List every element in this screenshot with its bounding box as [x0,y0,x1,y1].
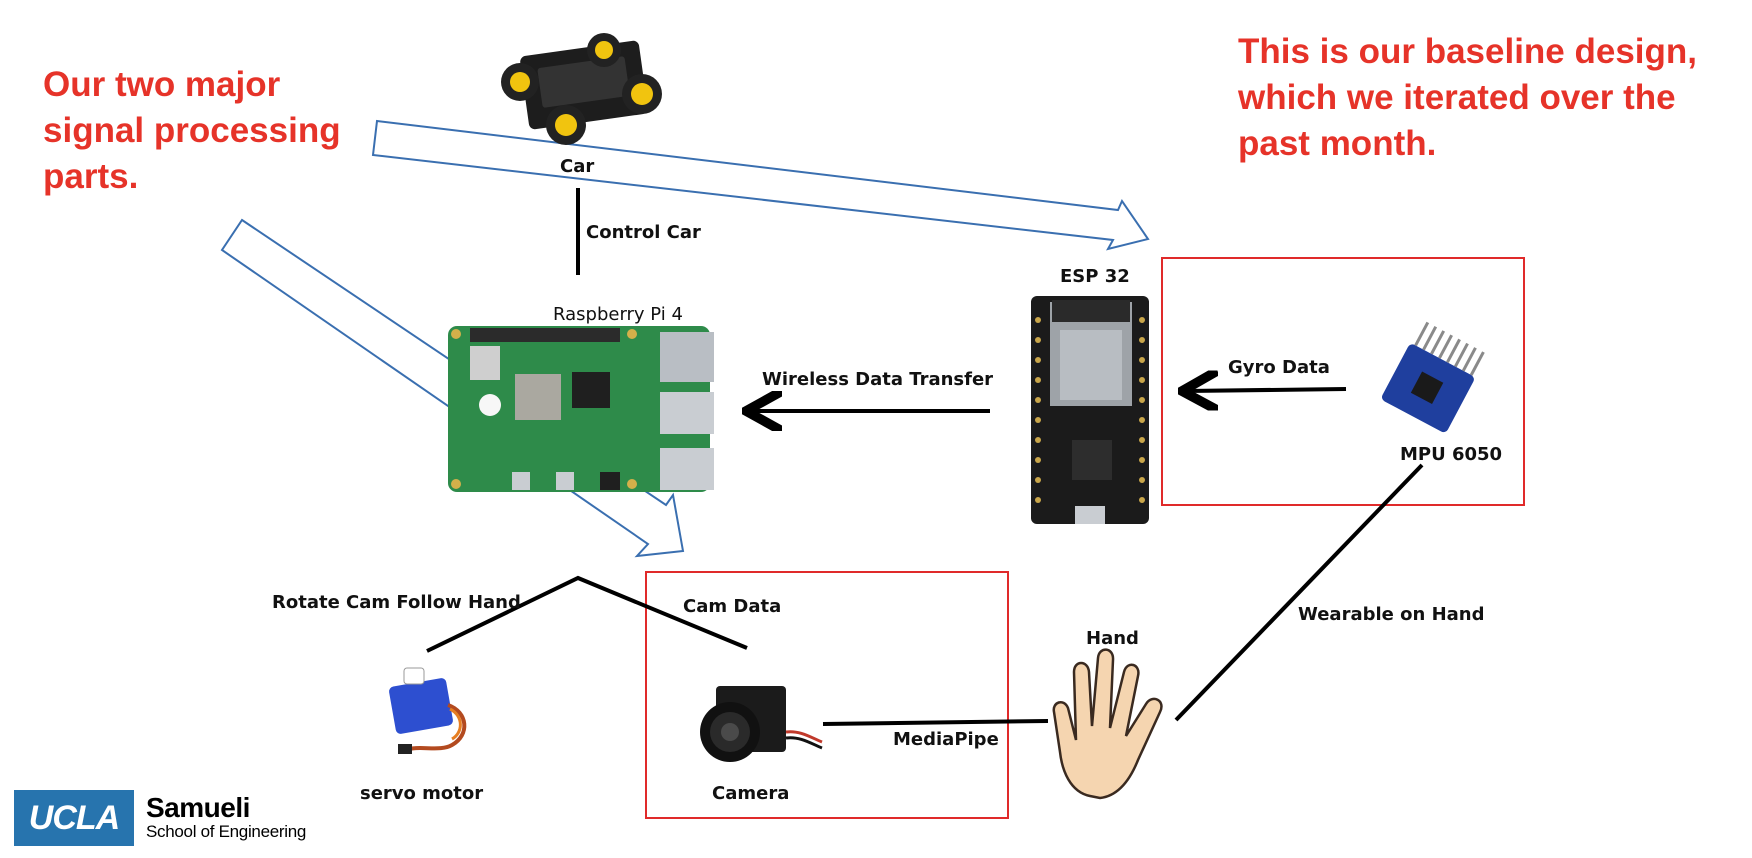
note-left-line-1: Our two major [43,65,281,104]
mediapipe-label: MediaPipe [893,729,999,750]
car-chassis-icon [501,33,662,145]
logo-school: School of Engineering [146,822,307,841]
camera-module-icon [700,686,823,762]
ucla-logo-mark: UCLA [14,790,134,846]
note-right-line-1: This is our baseline design, [1238,32,1697,71]
gyro-arrow [1186,389,1347,391]
esp32-label: ESP 32 [1060,266,1130,287]
pi-fork-line [426,575,748,653]
servo-motor-icon [389,667,467,754]
gyro-label: Gyro Data [1228,357,1330,378]
note-left-line-3: parts. [43,157,139,196]
signal-processing-note: Our two major signal processing parts. [43,62,383,200]
camera-label: Camera [712,783,789,804]
logo-name: Samueli [146,792,250,823]
mpu6050-sensor-icon [1382,321,1485,433]
note-left-line-2: signal processing [43,111,341,150]
hand-label: Hand [1086,628,1139,649]
cam-data-label: Cam Data [683,596,781,617]
blue-arrow-to-camera [220,218,685,558]
wearable-label: Wearable on Hand [1298,604,1484,625]
mpu-label: MPU 6050 [1400,444,1502,465]
rotate-cam-label: Rotate Cam Follow Hand [272,592,521,613]
raspberry-pi-board-icon [448,326,714,492]
note-right-line-2: which we iterated over the [1238,78,1676,117]
sensor-highlight-box [1161,257,1525,506]
logo-wordmark: Samueli School of Engineering [146,794,306,842]
note-right-line-3: past month. [1238,124,1437,163]
servo-label: servo motor [360,783,483,804]
blue-arrow-to-esp32 [371,119,1150,251]
camera-highlight-box [645,571,1009,819]
wireless-label: Wireless Data Transfer [762,369,993,390]
hand-icon [1052,648,1163,800]
wearable-line [1174,463,1424,722]
ucla-samueli-logo: UCLA Samueli School of Engineering [14,790,306,846]
baseline-design-note: This is our baseline design, which we it… [1238,29,1752,167]
control-car-label: Control Car [586,222,701,243]
mediapipe-line [822,719,1049,726]
raspberry-pi-label: Raspberry Pi 4 [553,304,683,325]
car-label: Car [560,156,594,177]
esp32-board-icon [1031,296,1149,524]
